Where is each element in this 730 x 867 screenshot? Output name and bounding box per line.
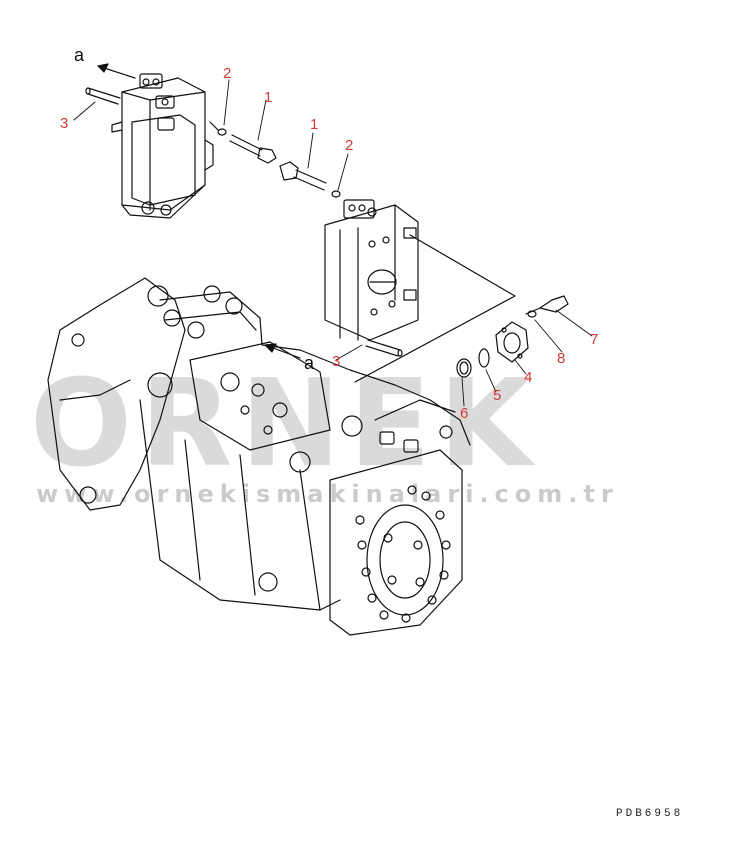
callout-1-left: 1 xyxy=(264,89,273,106)
view-mark-a-middle: a xyxy=(304,353,315,373)
callout-5: 5 xyxy=(493,387,502,404)
callout-6: 6 xyxy=(460,405,469,422)
callout-2-right: 2 xyxy=(345,137,354,154)
main-pump xyxy=(47,277,471,636)
callout-3-upper: 3 xyxy=(60,115,69,132)
callout-leaders xyxy=(73,79,593,407)
bolt-1-left xyxy=(229,134,277,164)
callout-4: 4 xyxy=(524,369,533,386)
callout-2-left: 2 xyxy=(223,65,232,82)
callout-1-right: 1 xyxy=(310,116,319,133)
o-ring-6 xyxy=(456,358,472,378)
valve-block-left xyxy=(111,73,214,219)
washer-8 xyxy=(527,310,537,318)
washer-2-right xyxy=(331,190,341,198)
callout-3-lower: 3 xyxy=(332,353,341,370)
pin-3-upper xyxy=(85,87,121,105)
callout-7: 7 xyxy=(590,331,599,348)
plug-5 xyxy=(478,348,490,368)
valve-block-right xyxy=(324,199,419,341)
drawing-code: PDB6958 xyxy=(616,808,684,820)
watermark-brand: ORNEK xyxy=(30,355,540,494)
bolt-1-right xyxy=(279,161,327,191)
flange-4 xyxy=(495,321,529,363)
callout-8: 8 xyxy=(557,350,566,367)
pin-3-right xyxy=(365,339,403,357)
washer-2-left xyxy=(217,128,227,136)
view-mark-a-upper: a xyxy=(74,45,85,65)
